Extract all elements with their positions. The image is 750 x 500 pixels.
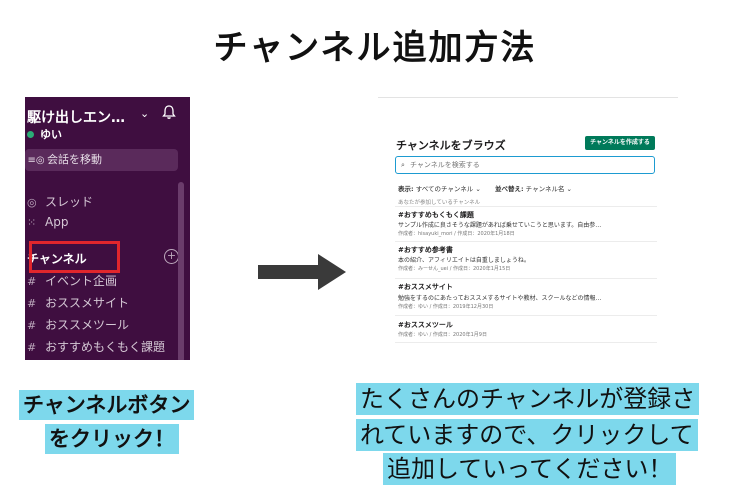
hash-icon: # — [27, 319, 37, 332]
caption-left-line-1: チャンネルボタン — [19, 390, 195, 420]
channels-highlight-box — [29, 241, 120, 273]
channel-meta: 作成者：hisayuki_mori / 作成日：2020年1月18日 — [398, 231, 515, 237]
channel-meta: 作成者：みーせん_uei / 作成日：2020年1月15日 — [398, 266, 511, 272]
sidebar-item-label: おすすめもくもく課題 — [45, 340, 166, 354]
sidebar-item-apps[interactable]: ⁙ App — [27, 215, 68, 229]
browse-channels-panel: チャンネルをブラウズ チャンネルを作成する ⌕ チャンネルを検索する 表示: すべ… — [378, 97, 678, 347]
sidebar-item-threads[interactable]: ◎ スレッド — [27, 193, 93, 210]
sidebar-item-label: おススメツール — [45, 318, 130, 332]
hash-icon: # — [27, 297, 37, 310]
sidebar-channel-item[interactable]: # おすすめもくもく課題 — [27, 338, 165, 355]
jump-icon: ≡◎ — [27, 155, 45, 166]
apps-grid-icon: ⁙ — [27, 216, 37, 229]
search-placeholder: チャンネルを検索する — [410, 161, 480, 169]
jump-to-button[interactable]: ≡◎会話を移動 — [25, 149, 178, 171]
channel-name[interactable]: #おすすめ参考書 — [398, 246, 453, 254]
caption-right-line-1: たくさんのチャンネルが登録さ — [356, 383, 700, 415]
channel-description: 本の紹介、アフィリエイトは自重しましょうね。 — [398, 257, 530, 264]
sidebar-item-label: App — [45, 215, 69, 229]
caption-left-line-2: をクリック！ — [45, 424, 179, 454]
channel-description: 勉強をするのにあたっておススメするサイトや教材、スクールなどの情報… — [398, 295, 602, 302]
chevron-down-icon: ⌄ — [566, 185, 572, 193]
scrollbar[interactable] — [178, 182, 184, 360]
channel-name[interactable]: #おススメサイト — [398, 283, 453, 291]
sidebar-channel-item[interactable]: # おススメサイト — [27, 294, 129, 311]
create-channel-button[interactable]: チャンネルを作成する — [585, 136, 655, 150]
current-user: ゆい — [27, 126, 62, 142]
divider — [395, 342, 657, 343]
divider — [395, 206, 657, 207]
threads-icon: ◎ — [27, 196, 37, 209]
panel-divider — [378, 97, 678, 98]
channels-button[interactable]: チャンネル — [27, 252, 87, 266]
right-arrow-icon — [318, 254, 346, 290]
sort-value: チャンネル名 — [525, 185, 565, 193]
chevron-down-icon: ⌄ — [475, 185, 481, 193]
browse-title: チャンネルをブラウズ — [396, 139, 506, 152]
sidebar-channel-item[interactable]: # おススメツール — [27, 316, 129, 333]
filter-value: すべてのチャンネル — [415, 185, 474, 193]
divider — [395, 278, 657, 279]
bell-icon[interactable] — [161, 104, 177, 120]
sidebar-channel-item[interactable]: # イベント企画 — [27, 272, 117, 289]
channel-meta: 作成者：ゆい / 作成日：2019年12月30日 — [398, 304, 494, 310]
filter-bar: 表示: すべてのチャンネル ⌄ 並べ替え: チャンネル名 ⌄ — [398, 183, 572, 193]
sidebar-item-label: スレッド — [45, 195, 94, 209]
channel-meta: 作成者：ゆい / 作成日：2020年1月9日 — [398, 332, 487, 338]
sort-dropdown[interactable]: 並べ替え: チャンネル名 ⌄ — [495, 185, 572, 193]
hash-icon: # — [27, 275, 37, 288]
channel-name[interactable]: #おススメツール — [398, 321, 453, 329]
channel-name[interactable]: #おすすめもくもく課題 — [398, 211, 474, 219]
workspace-name[interactable]: 駆け出しエン… — [27, 110, 125, 126]
user-name: ゆい — [40, 128, 62, 141]
sort-label: 並べ替え: — [494, 185, 524, 193]
arrow-shaft — [258, 265, 318, 279]
presence-icon — [27, 131, 34, 138]
filter-dropdown[interactable]: 表示: すべてのチャンネル ⌄ — [398, 185, 481, 193]
channel-search-input[interactable]: ⌕ チャンネルを検索する — [395, 156, 655, 174]
divider — [395, 315, 657, 316]
caption-right-line-2: れていますので、クリックして — [356, 419, 698, 451]
chevron-down-icon[interactable]: ⌄ — [140, 107, 150, 120]
caption-right-line-3: 追加していってください！ — [383, 453, 677, 485]
jump-label: 会話を移動 — [47, 153, 102, 166]
sidebar-item-label: イベント企画 — [45, 274, 118, 288]
channel-description: サンプル作成に良さそうな課題があれば乗せていこうと思います。自由参… — [398, 222, 602, 229]
sidebar-item-label: おススメサイト — [45, 296, 130, 310]
joined-channels-label: あなたが参加しているチャンネル — [398, 200, 481, 206]
slack-sidebar: 駆け出しエン… ⌄ ゆい ≡◎会話を移動 ◎スレッド ⁙App チャンネル + … — [25, 97, 190, 360]
add-channel-icon[interactable]: + — [164, 249, 179, 264]
search-icon: ⌕ — [401, 161, 405, 169]
hash-icon: # — [27, 341, 37, 354]
divider — [395, 241, 657, 242]
page-title: チャンネル追加方法 — [213, 28, 537, 68]
filter-label: 表示: — [398, 185, 414, 193]
